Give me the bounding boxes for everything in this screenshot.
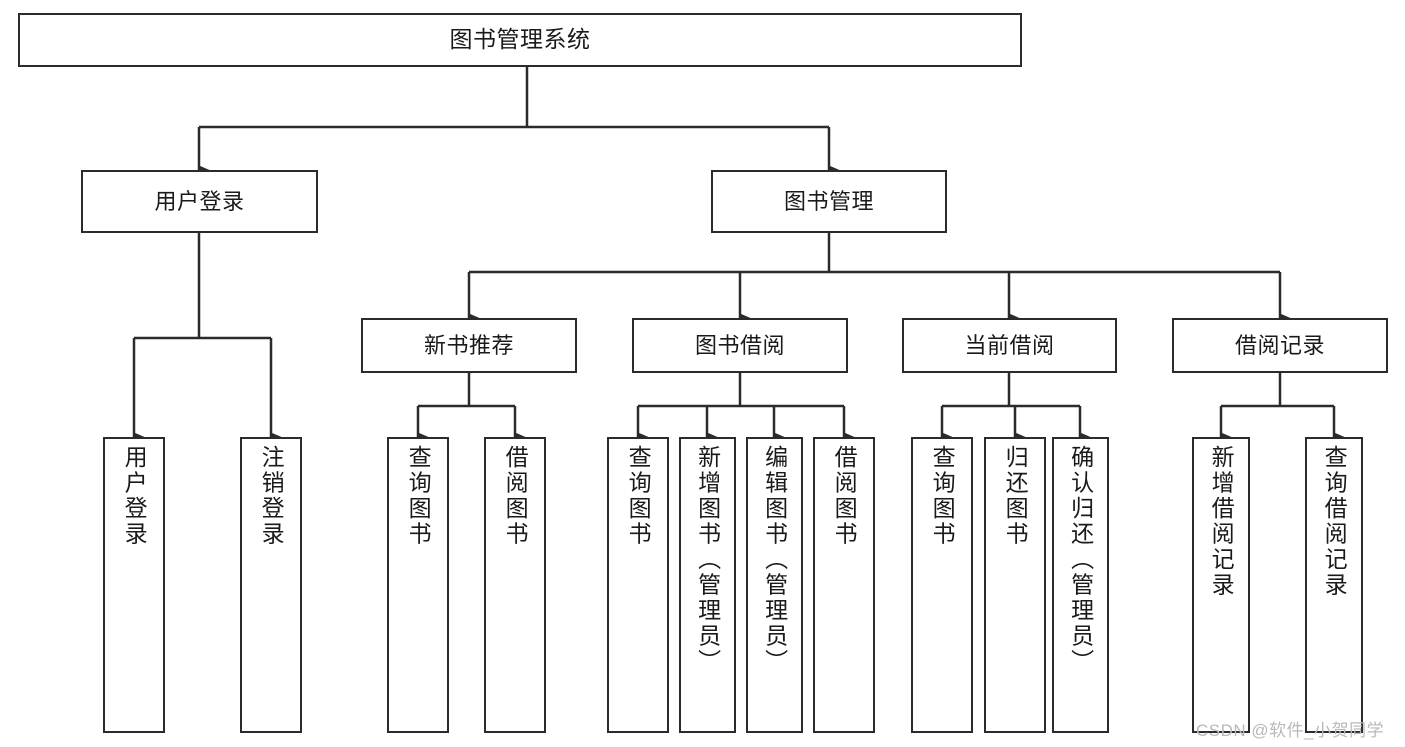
- node-leaf-borrow-book-1[interactable]: 借阅图书: [484, 437, 546, 733]
- node-root-label: 图书管理系统: [449, 26, 591, 53]
- node-leaf-query-record-label: 查询借阅记录: [1321, 445, 1348, 598]
- node-leaf-add-book-label: 新增图书（管理员）: [694, 445, 721, 675]
- node-leaf-user-login[interactable]: 用户登录: [103, 437, 165, 733]
- node-leaf-borrow-book-2[interactable]: 借阅图书: [813, 437, 875, 733]
- node-leaf-query-book-2-label: 查询图书: [625, 445, 652, 547]
- node-leaf-query-book-3[interactable]: 查询图书: [911, 437, 973, 733]
- node-leaf-return-book-label: 归还图书: [1002, 445, 1029, 547]
- node-leaf-confirm-return[interactable]: 确认归还（管理员）: [1052, 437, 1109, 733]
- node-leaf-query-book-2[interactable]: 查询图书: [607, 437, 669, 733]
- node-leaf-logout[interactable]: 注销登录: [240, 437, 302, 733]
- node-leaf-edit-book-label: 编辑图书（管理员）: [761, 445, 788, 675]
- node-leaf-add-book[interactable]: 新增图书（管理员）: [679, 437, 736, 733]
- node-leaf-query-book-1[interactable]: 查询图书: [387, 437, 449, 733]
- node-current-borrow-label: 当前借阅: [964, 332, 1055, 358]
- node-user-login-label: 用户登录: [154, 188, 245, 214]
- node-book-borrow-label: 图书借阅: [694, 332, 785, 358]
- node-leaf-edit-book[interactable]: 编辑图书（管理员）: [746, 437, 803, 733]
- node-leaf-return-book[interactable]: 归还图书: [984, 437, 1046, 733]
- watermark: CSDN @软件_小贺同学: [1196, 721, 1385, 740]
- node-leaf-logout-label: 注销登录: [258, 445, 285, 547]
- node-new-book-rec[interactable]: 新书推荐: [361, 318, 577, 373]
- node-book-borrow[interactable]: 图书借阅: [632, 318, 848, 373]
- node-leaf-add-record[interactable]: 新增借阅记录: [1192, 437, 1250, 733]
- node-root[interactable]: 图书管理系统: [18, 13, 1022, 67]
- node-book-manage-label: 图书管理: [783, 188, 874, 214]
- node-borrow-record[interactable]: 借阅记录: [1172, 318, 1388, 373]
- node-leaf-query-book-3-label: 查询图书: [929, 445, 956, 547]
- node-current-borrow[interactable]: 当前借阅: [902, 318, 1117, 373]
- node-borrow-record-label: 借阅记录: [1234, 332, 1325, 358]
- node-leaf-query-book-1-label: 查询图书: [405, 445, 432, 547]
- node-leaf-user-login-label: 用户登录: [121, 445, 148, 547]
- node-leaf-borrow-book-2-label: 借阅图书: [831, 445, 858, 547]
- node-book-manage[interactable]: 图书管理: [711, 170, 947, 233]
- node-leaf-confirm-return-label: 确认归还（管理员）: [1067, 445, 1094, 675]
- node-new-book-rec-label: 新书推荐: [423, 332, 514, 358]
- node-leaf-query-record[interactable]: 查询借阅记录: [1305, 437, 1363, 733]
- node-user-login[interactable]: 用户登录: [81, 170, 318, 233]
- node-leaf-add-record-label: 新增借阅记录: [1208, 445, 1235, 598]
- node-leaf-borrow-book-1-label: 借阅图书: [502, 445, 529, 547]
